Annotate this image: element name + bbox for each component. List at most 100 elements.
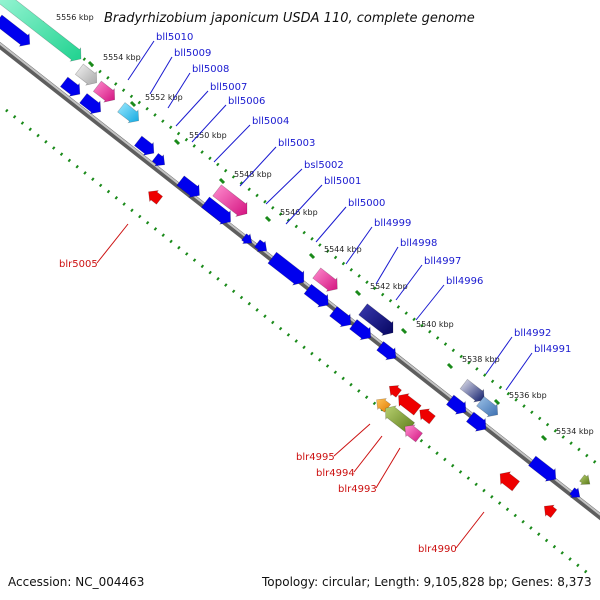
gene-leader-line — [175, 90, 209, 127]
scale-tick — [354, 289, 362, 297]
scale-label: 5542 kbp — [370, 282, 408, 291]
reverse-gene-block — [148, 190, 164, 205]
gene-label[interactable]: bsl5002 — [304, 160, 344, 171]
scale-tick — [173, 138, 181, 146]
inner-tick-track — [5, 108, 591, 577]
gene-label[interactable]: bll5001 — [324, 176, 361, 187]
gene-label[interactable]: bll4991 — [534, 344, 571, 355]
forward-gene-block — [0, 0, 82, 62]
reverse-gene-block — [419, 408, 436, 425]
forward-gene-block — [445, 394, 467, 415]
gene-label[interactable]: blr4993 — [338, 484, 377, 495]
gene-leader-line — [191, 104, 227, 143]
forward-gene-block — [200, 196, 231, 225]
scale-tick — [264, 215, 272, 223]
forward-gene-block — [312, 267, 338, 292]
scale-tick — [446, 362, 454, 370]
forward-gene-block — [528, 455, 557, 482]
scale-tick — [129, 100, 137, 108]
gene-leader-line — [213, 124, 251, 163]
scale-tick — [218, 177, 226, 185]
forward-gene-block — [241, 233, 253, 244]
forward-gene-block — [476, 396, 499, 418]
gene-leader-line — [96, 223, 129, 264]
topology-text: Topology: circular; Length: 9,105,828 bp… — [261, 575, 592, 589]
forward-gene-block — [117, 102, 140, 124]
scale-label: 5546 kbp — [280, 208, 318, 217]
scale-label: 5540 kbp — [416, 320, 454, 329]
scale-tick — [540, 434, 548, 442]
gene-label[interactable]: bll4992 — [514, 328, 551, 339]
forward-gene-block — [465, 411, 487, 432]
forward-gene-block — [459, 378, 485, 403]
gene-label[interactable]: bll5008 — [192, 64, 229, 75]
forward-gene-block — [579, 474, 591, 485]
forward-gene-block — [59, 76, 81, 97]
gene-label[interactable]: blr4994 — [316, 468, 355, 479]
gene-label[interactable]: blr4990 — [418, 544, 457, 555]
forward-gene-block — [0, 14, 31, 47]
forward-gene-block — [376, 341, 397, 361]
scale-label: 5556 kbp — [56, 13, 94, 22]
gene-label[interactable]: bll4996 — [446, 276, 483, 287]
gene-label[interactable]: bll4998 — [400, 238, 437, 249]
scale-label: 5544 kbp — [324, 245, 362, 254]
gene-label[interactable]: bll5004 — [252, 116, 289, 127]
forward-gene-block — [212, 184, 248, 218]
forward-gene-block — [79, 93, 102, 115]
forward-gene-block — [303, 283, 329, 308]
gene-label[interactable]: bll5007 — [210, 82, 247, 93]
gene-leader-line — [505, 352, 533, 391]
forward-gene-block — [92, 80, 116, 103]
gene-leader-line — [395, 264, 423, 301]
gene-leader-line — [333, 423, 371, 457]
scale-label: 5548 kbp — [234, 170, 272, 179]
gene-label[interactable]: blr4995 — [296, 452, 335, 463]
scale-label: 5552 kbp — [145, 93, 183, 102]
scale-tick — [400, 327, 408, 335]
forward-gene-block — [267, 251, 305, 286]
gene-leader-line — [345, 226, 373, 265]
gene-label[interactable]: blr5005 — [59, 259, 98, 270]
scale-tick — [87, 60, 95, 68]
accession-text: Accession: NC_004463 — [8, 575, 144, 589]
gene-leader-line — [485, 336, 513, 375]
gene-blocks — [0, 0, 591, 519]
gene-label[interactable]: bll4999 — [374, 218, 411, 229]
gene-labels: bll5010 bll5009 bll5008 bll5007 bll5006 bll50… — [59, 32, 571, 555]
forward-gene-block — [133, 135, 155, 156]
reverse-gene-block — [404, 424, 423, 443]
gene-leader-line — [375, 447, 401, 489]
scale-label: 5536 kbp — [509, 391, 547, 400]
gene-label[interactable]: bll5010 — [156, 32, 193, 43]
gene-leader-line — [285, 184, 323, 225]
gene-leader-line — [315, 206, 347, 243]
gene-leader-line — [265, 168, 303, 205]
forward-gene-block — [569, 487, 581, 498]
forward-gene-block — [254, 239, 268, 252]
gene-leader-line — [149, 56, 173, 95]
gene-label[interactable]: bll5003 — [278, 138, 315, 149]
gene-label[interactable]: bll5006 — [228, 96, 265, 107]
scale-tick — [308, 252, 316, 260]
gene-leader-line — [375, 246, 399, 285]
gene-leader-line — [127, 40, 155, 81]
scale-label: 5550 kbp — [189, 131, 227, 140]
forward-gene-block — [151, 152, 166, 167]
forward-gene-block — [176, 175, 200, 198]
forward-gene-block — [74, 63, 98, 86]
gene-label[interactable]: bll4997 — [424, 256, 461, 267]
gene-label[interactable]: bll5000 — [348, 198, 385, 209]
scale-label: 5534 kbp — [556, 427, 594, 436]
forward-gene-block — [329, 306, 352, 328]
gene-leader-line — [239, 146, 277, 187]
gene-leader-line — [167, 72, 191, 109]
gene-label[interactable]: bll5009 — [174, 48, 211, 59]
forward-gene-block — [358, 303, 394, 337]
reverse-gene-block — [499, 471, 521, 492]
reverse-gene-block — [398, 393, 422, 416]
reverse-gene-block — [388, 385, 402, 398]
gene-leader-line — [353, 435, 383, 473]
